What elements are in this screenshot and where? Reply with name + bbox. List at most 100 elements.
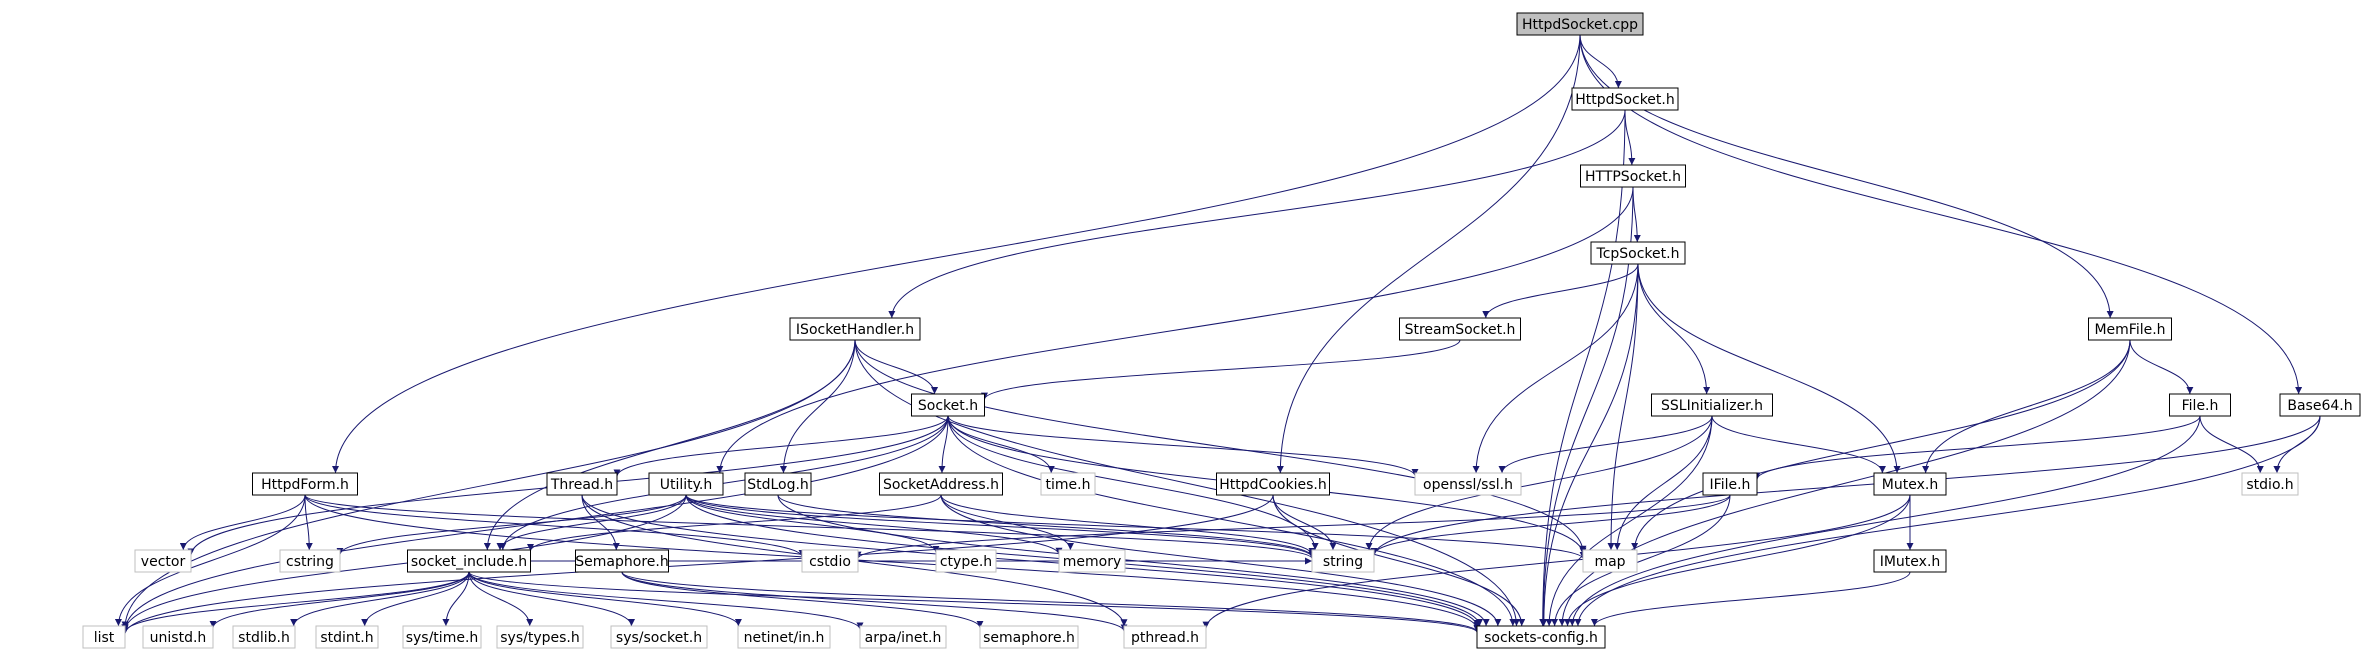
- node-box: [2279, 393, 2361, 417]
- node-openssl-ssl-h: openssl/ssl.h: [1414, 472, 1522, 496]
- edge-file_h-to-sockets_config_h: [1568, 415, 2201, 627]
- node-ctype-h: ctype.h: [935, 549, 997, 573]
- node-label: stdint.h: [320, 630, 373, 646]
- edge-utility_h-to-list: [121, 494, 687, 632]
- edge-thread_h-to-semaphore_h_cap: [581, 494, 620, 551]
- node-box: [1058, 549, 1126, 573]
- node-httpdsocket-h[interactable]: HttpdSocket.h: [1571, 87, 1679, 111]
- node-box: [1590, 241, 1686, 265]
- node-sslinitializer-h[interactable]: SSLInitializer.h: [1651, 393, 1773, 417]
- node-label: SSLInitializer.h: [1661, 398, 1763, 414]
- edge-socketaddress_h-to-string: [940, 494, 1316, 556]
- node-sockets-config-h[interactable]: sockets-config.h: [1476, 625, 1606, 649]
- dependency-nodes: HttpdSocket.cppHttpdSocket.hHTTPSocket.h…: [82, 12, 2361, 649]
- node-label: sockets-config.h: [1484, 630, 1598, 646]
- node-label: sys/types.h: [500, 630, 579, 646]
- edge-socket_h-to-socket_include_h: [499, 415, 949, 551]
- node-httpsocket-h[interactable]: HTTPSocket.h: [1580, 164, 1686, 188]
- node-box: [134, 549, 192, 573]
- node-box: [1702, 472, 1758, 496]
- edge-tcpsocket_h-to-sslinitializer_h: [1637, 263, 1711, 395]
- node-socket-h[interactable]: Socket.h: [911, 393, 985, 417]
- node-streamsocket-h[interactable]: StreamSocket.h: [1399, 317, 1521, 341]
- node-label: Utility.h: [660, 477, 713, 493]
- node-label: memory: [1063, 554, 1122, 570]
- edge-tcpsocket_h-to-openssl_ssl_h: [1472, 263, 1639, 474]
- node-list: list: [82, 625, 126, 649]
- node-socket-include-h[interactable]: socket_include.h: [407, 549, 531, 573]
- node-imutex-h[interactable]: IMutex.h: [1873, 549, 1947, 573]
- edge-semaphore_h_cap-to-sockets_config_h: [621, 571, 1481, 633]
- node-semaphore-h-cap[interactable]: Semaphore.h: [575, 549, 669, 573]
- node-isockethandler-h[interactable]: ISocketHandler.h: [789, 317, 921, 341]
- node-box: [279, 549, 341, 573]
- edge-ifile_h-to-sockets_config_h: [1551, 494, 1731, 627]
- edge-tcpsocket_h-to-streamsocket_h: [1482, 263, 1639, 319]
- edge-socket_include_h-to-sys_socket_h: [468, 571, 635, 627]
- node-box: [232, 625, 296, 649]
- node-label: stdlib.h: [238, 630, 290, 646]
- node-label: ctype.h: [940, 554, 992, 570]
- node-httpdcookies-h[interactable]: HttpdCookies.h: [1216, 472, 1330, 496]
- node-box: [1311, 549, 1375, 573]
- node-box: [1582, 549, 1638, 573]
- node-box: [315, 625, 379, 649]
- node-memfile-h[interactable]: MemFile.h: [2088, 317, 2172, 341]
- node-thread-h[interactable]: Thread.h: [546, 472, 618, 496]
- node-box: [610, 625, 708, 649]
- node-label: socket_include.h: [411, 554, 527, 570]
- node-memory: memory: [1058, 549, 1126, 573]
- node-utility-h[interactable]: Utility.h: [648, 472, 724, 496]
- node-box: [1580, 164, 1686, 188]
- node-box: [407, 549, 531, 573]
- node-box: [1873, 472, 1947, 496]
- edge-httpdsocket_h-to-isockethandler_h: [888, 109, 1626, 319]
- node-ifile-h[interactable]: IFile.h: [1702, 472, 1758, 496]
- edge-tcpsocket_h-to-sockets_config_h: [1540, 263, 1639, 627]
- node-box: [1216, 472, 1330, 496]
- node-label: HttpdSocket.h: [1575, 92, 1674, 108]
- edge-imutex_h-to-sockets_config_h: [1590, 571, 1911, 627]
- edge-httpdcookies_h-to-list: [121, 494, 1274, 635]
- node-stdio-h: stdio.h: [2241, 472, 2299, 496]
- node-cstring: cstring: [279, 549, 341, 573]
- node-label: File.h: [2182, 398, 2219, 414]
- node-base64-h[interactable]: Base64.h: [2279, 393, 2361, 417]
- node-box: [979, 625, 1079, 649]
- node-tcpsocket-h[interactable]: TcpSocket.h: [1590, 241, 1686, 265]
- edge-socket_include_h-to-arpa_inet_h: [468, 571, 864, 630]
- node-label: Socket.h: [918, 398, 978, 414]
- node-label: string: [1323, 554, 1363, 570]
- node-box: [737, 625, 831, 649]
- node-file-h[interactable]: File.h: [2169, 393, 2231, 417]
- node-label: TcpSocket.h: [1596, 246, 1680, 262]
- node-label: ISocketHandler.h: [796, 322, 914, 338]
- edge-tcpsocket_h-to-map: [1607, 263, 1639, 551]
- node-box: [1040, 472, 1096, 496]
- edge-semaphore_h_cap-to-pthread_h: [621, 571, 1128, 632]
- edge-base64_h-to-string: [1370, 415, 2321, 557]
- node-stdint-h: stdint.h: [315, 625, 379, 649]
- edge-file_h-to-ifile_h: [1753, 415, 2201, 480]
- edge-memfile_h-to-sockets_config_h: [1558, 339, 2131, 627]
- edge-socket_include_h-to-stdint_h: [361, 571, 470, 627]
- edge-httpdsocket_cpp-to-base64_h: [1579, 34, 2303, 395]
- node-box: [1476, 625, 1606, 649]
- node-label: time.h: [1046, 477, 1091, 493]
- node-box: [2241, 472, 2299, 496]
- dependency-edges: [114, 34, 2321, 635]
- node-label: netinet/in.h: [744, 630, 825, 646]
- node-cstdio: cstdio: [801, 549, 859, 573]
- edge-ifile_h-to-cstdio: [854, 494, 1731, 560]
- node-httpdsocket-cpp[interactable]: HttpdSocket.cpp: [1516, 12, 1644, 36]
- edge-httpdsocket_h-to-sockets_config_h: [1539, 109, 1626, 627]
- edge-socket_include_h-to-netinet_in_h: [468, 571, 742, 627]
- node-label: arpa/inet.h: [865, 630, 942, 646]
- edge-utility_h-to-ctype_h: [685, 494, 940, 553]
- node-stdlog-h[interactable]: StdLog.h: [744, 472, 812, 496]
- node-mutex-h[interactable]: Mutex.h: [1873, 472, 1947, 496]
- node-socketaddress-h[interactable]: SocketAddress.h: [879, 472, 1003, 496]
- edge-httpsocket_h-to-utility_h: [716, 186, 1634, 474]
- node-arpa-inet-h: arpa/inet.h: [859, 625, 947, 649]
- node-httpdform-h[interactable]: HttpdForm.h: [252, 472, 358, 496]
